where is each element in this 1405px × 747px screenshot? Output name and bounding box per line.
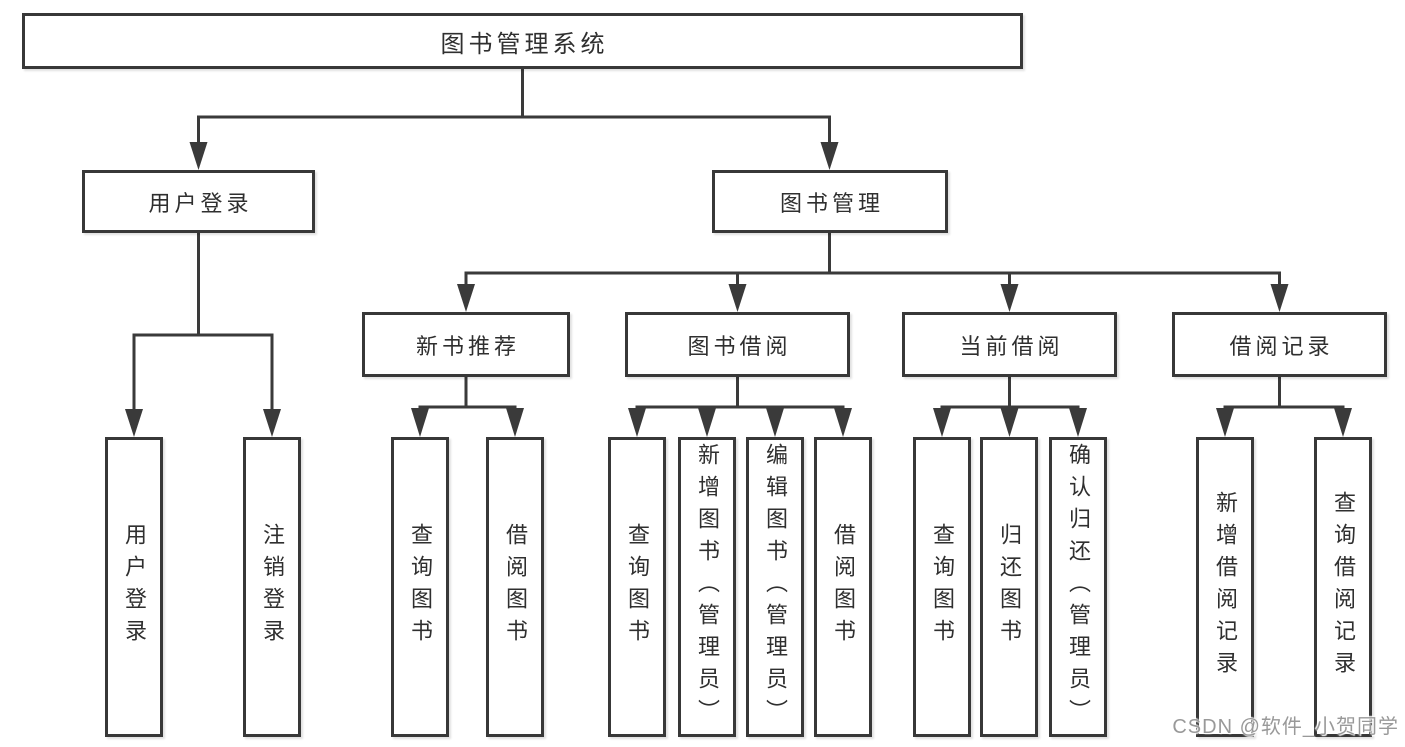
node-book-borrowing: 图书借阅 — [625, 312, 850, 377]
leaf-add-borrow-record: 新增借阅记录 — [1196, 437, 1254, 737]
connector-borrowing-records-to-leaves — [1216, 377, 1352, 437]
node-book-management: 图书管理 — [712, 170, 948, 233]
connector-user-login-to-leaves — [125, 233, 281, 437]
node-user-login: 用户登录 — [82, 170, 315, 233]
node-current-borrowing: 当前借阅 — [902, 312, 1117, 377]
connector-book-borrowing-to-leaves — [628, 377, 852, 437]
watermark: CSDN @软件_小贺同学 — [1172, 716, 1399, 738]
leaf-query-books-borrowing: 查询图书 — [608, 437, 666, 737]
connector-book-management-to-level3 — [457, 233, 1289, 312]
connector-new-book-recommend-to-leaves — [411, 377, 524, 437]
node-new-book-recommend: 新书推荐 — [362, 312, 570, 377]
connector-current-borrowing-to-leaves — [933, 377, 1087, 437]
leaf-borrow-books-recommend: 借阅图书 — [486, 437, 544, 737]
node-library-management-system: 图书管理系统 — [22, 13, 1023, 69]
leaf-logout-login: 注销登录 — [243, 437, 301, 737]
leaf-query-books-recommend: 查询图书 — [391, 437, 449, 737]
connector-root-to-level2 — [189, 68, 839, 170]
leaf-borrow-books-borrowing: 借阅图书 — [814, 437, 872, 737]
leaf-edit-book-admin: 编辑图书（管理员） — [746, 437, 804, 737]
leaf-user-login: 用户登录 — [105, 437, 163, 737]
node-borrowing-records: 借阅记录 — [1172, 312, 1387, 377]
leaf-confirm-return-admin: 确认归还（管理员） — [1049, 437, 1107, 737]
leaf-return-books: 归还图书 — [980, 437, 1038, 737]
leaf-query-books-current: 查询图书 — [913, 437, 971, 737]
leaf-query-borrow-record: 查询借阅记录 — [1314, 437, 1372, 737]
leaf-add-book-admin: 新增图书（管理员） — [678, 437, 736, 737]
